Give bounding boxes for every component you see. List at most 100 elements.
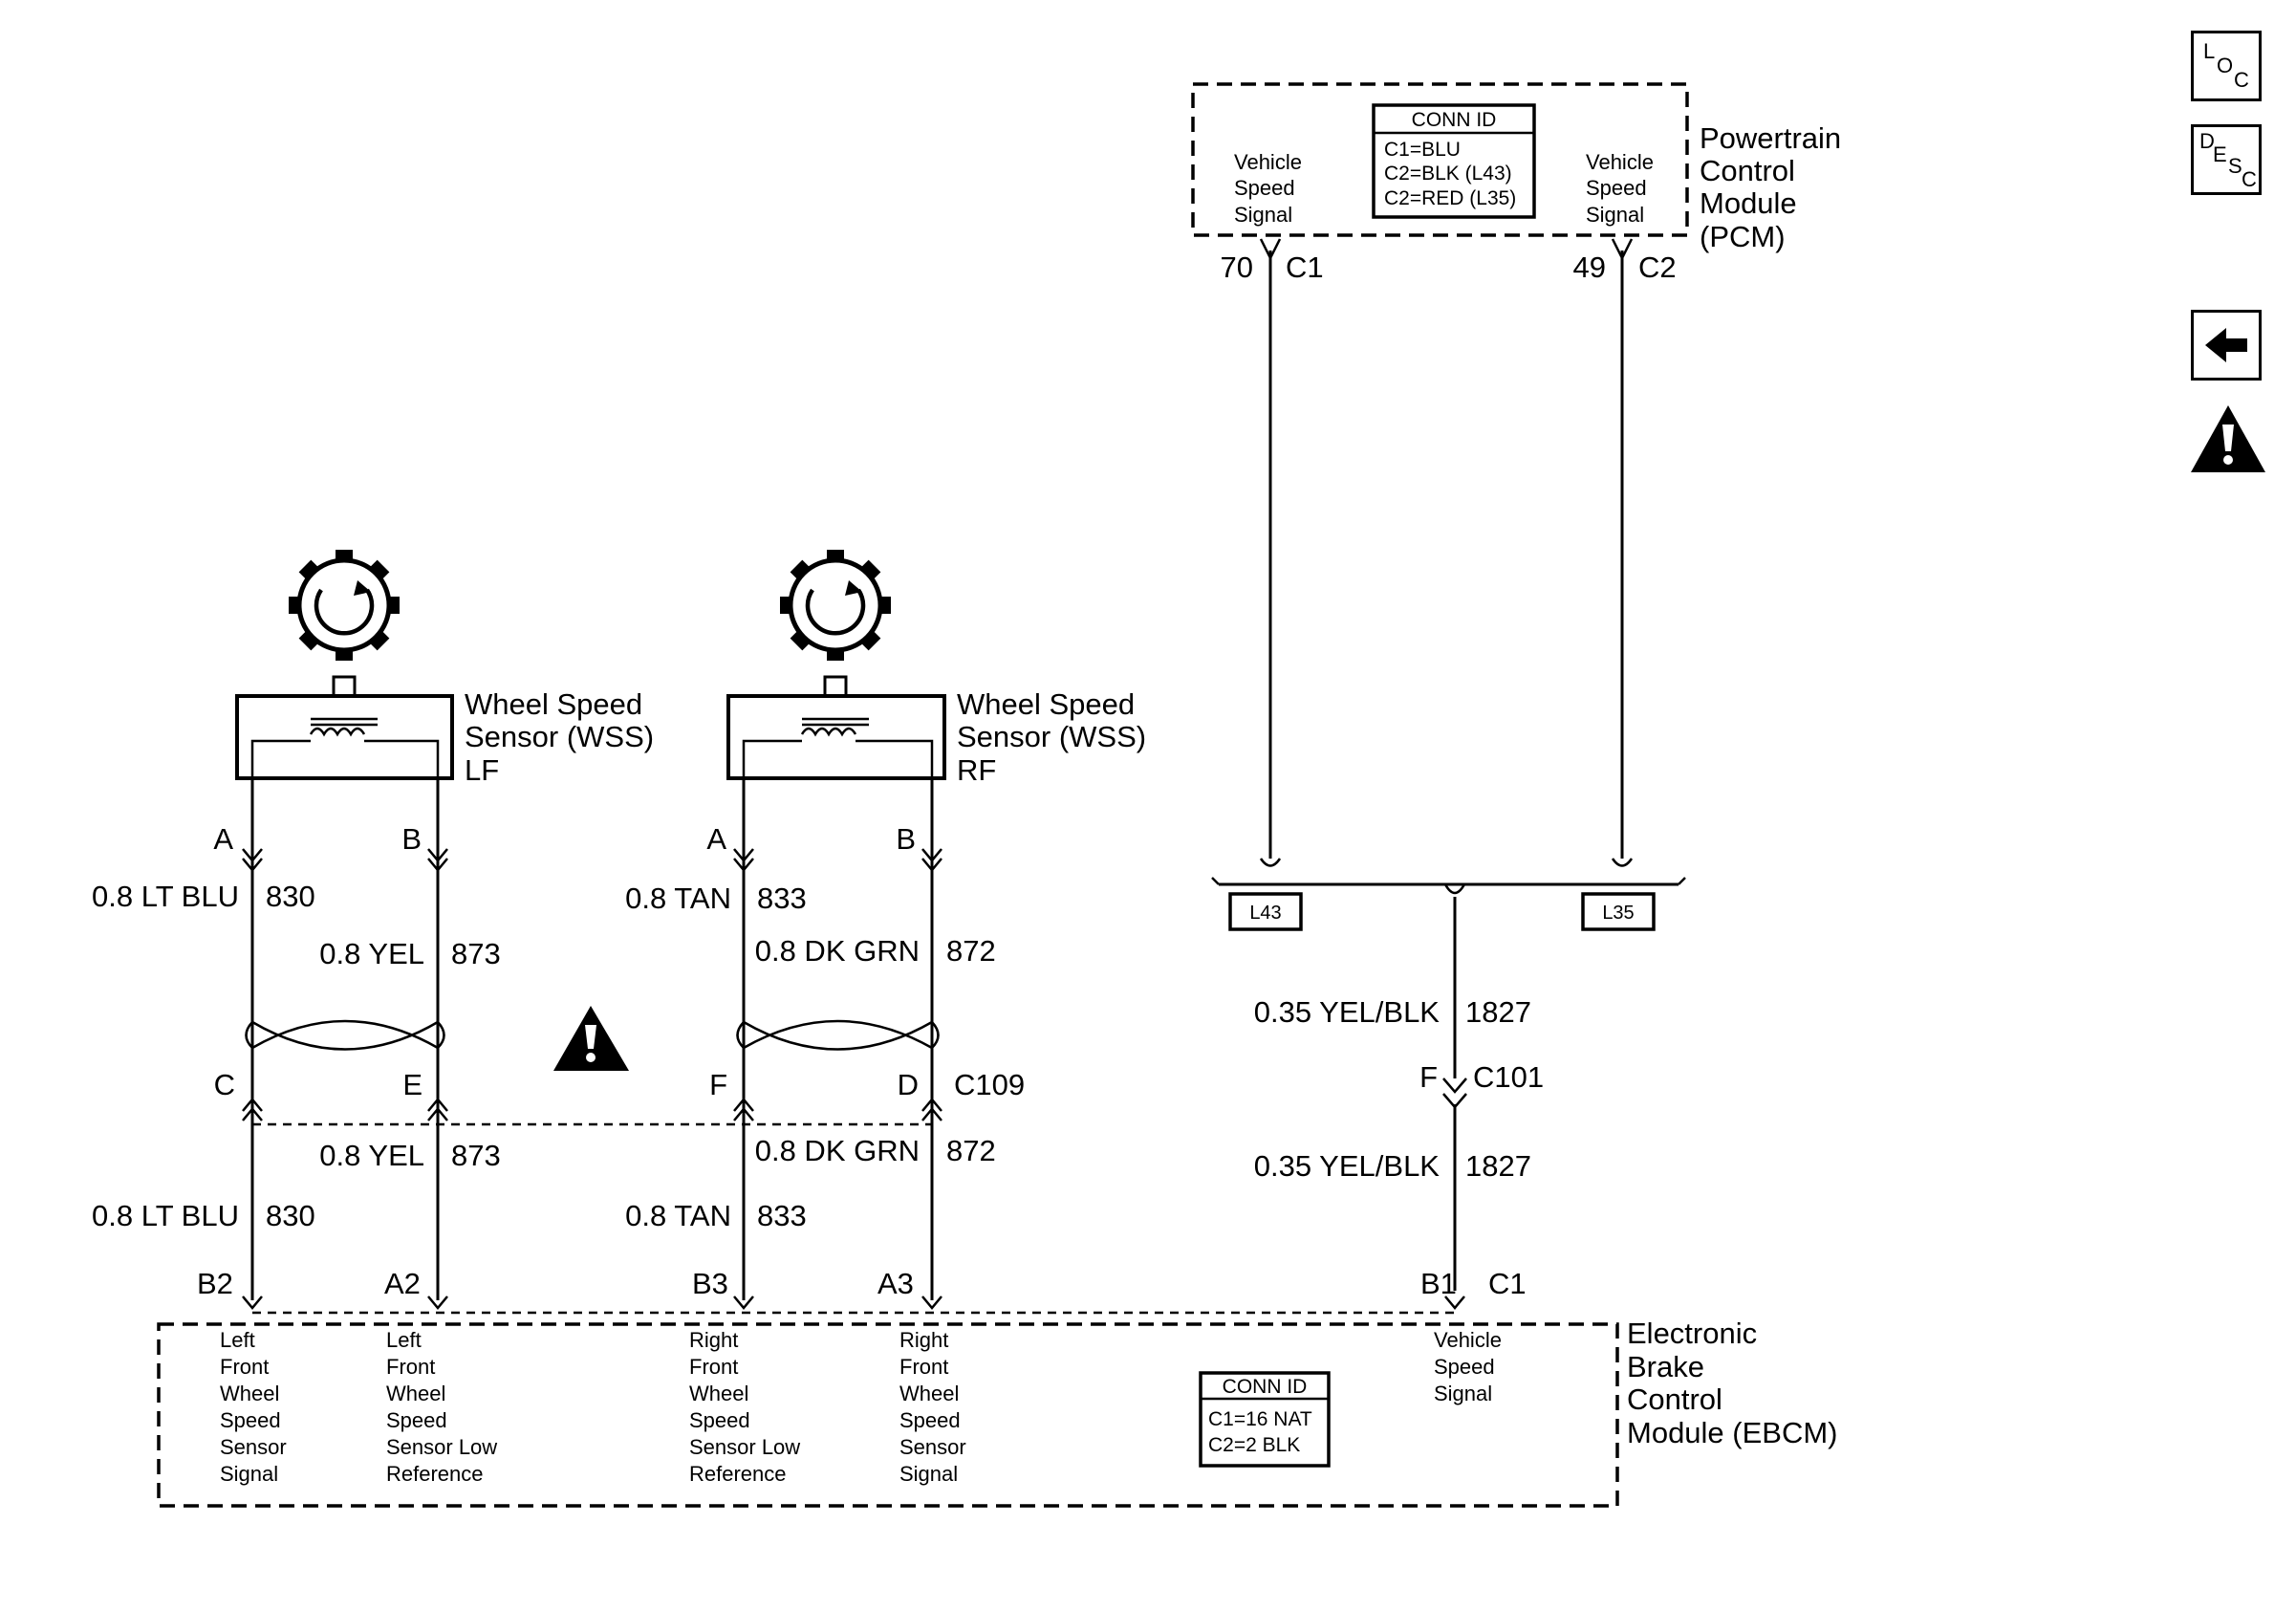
vss-wire-upper-color: 0.35 YEL/BLK — [1254, 995, 1440, 1029]
pcm-name: Powertrain Control Module (PCM) — [1700, 121, 1850, 253]
ebcm-terminal-vss: Vehicle Speed Signal — [1434, 1328, 1507, 1405]
svg-text:L35: L35 — [1602, 903, 1634, 924]
side-nav: L O C D E S C — [2189, 29, 2275, 478]
splice-down-hook — [1443, 883, 1466, 895]
ebcm-pin-b3: B3 — [692, 1267, 728, 1300]
ebcm-module: B1 C1 Electronic Brake Control Module (E… — [157, 1267, 1838, 1508]
option-badge-l35: L35 — [1581, 892, 1656, 931]
vss-wire-upper-circuit: 1827 — [1465, 995, 1531, 1029]
wss-rf-twisted-pair — [736, 1019, 940, 1051]
pcm-pin-49: 49 — [1573, 250, 1606, 284]
wss-lf-wire-b-color: 0.8 YEL — [319, 937, 424, 970]
pcm-right-signal-label: Vehicle Speed Signal — [1586, 150, 1659, 227]
wss-rf-wire-a-color: 0.8 TAN — [625, 882, 731, 915]
wss-lf-terminal-a — [242, 848, 263, 872]
option-badge-l43: L43 — [1228, 892, 1303, 931]
pcm-module: Powertrain Control Module (PCM) Vehicle … — [1191, 82, 1850, 867]
tone-wheel-rf-icon — [780, 550, 891, 661]
wss-rf-wire-b-color: 0.8 DK GRN — [755, 934, 920, 968]
pcm-conn-id-lines: C1=BLU C2=BLK (L43) C2=RED (L35) — [1384, 139, 1518, 209]
wss-rf-c109-pin-d: D — [898, 1068, 919, 1101]
wss-lf-c109-pin-e: E — [402, 1068, 422, 1101]
wss-rf: Wheel Speed Sensor (WSS) RF A B 0.8 TAN … — [625, 550, 1155, 1310]
wss-lf-wire-a-lower-color: 0.8 LT BLU — [92, 1199, 239, 1232]
wss-rf-wire-a-lower-circuit: 833 — [757, 1199, 807, 1232]
wss-lf-name: Wheel Speed Sensor (WSS) LF — [465, 687, 662, 787]
wss-rf-terminal-b — [921, 848, 942, 872]
back-arrow-icon — [2205, 328, 2247, 362]
wss-lf-twisted-pair — [245, 1019, 445, 1051]
wss-rf-name: Wheel Speed Sensor (WSS) RF — [957, 687, 1155, 787]
ebcm-conn-id-box: CONN ID C1=16 NAT C2=2 BLK — [1199, 1371, 1331, 1468]
wss-rf-body — [726, 694, 946, 780]
desc-icon-c: C — [2242, 167, 2257, 191]
wss-rf-c109-terminal-a — [733, 1098, 754, 1121]
ebcm-conn-id-title: CONN ID — [1223, 1376, 1308, 1398]
wss-rf-pin-a: A — [706, 822, 726, 856]
desc-icon-d: D — [2199, 129, 2215, 153]
wss-rf-terminal-a — [733, 848, 754, 872]
tone-wheel-lf-icon — [289, 550, 400, 661]
wss-lf-stub — [332, 675, 357, 698]
wss-rf-coil-icon — [800, 727, 857, 737]
wss-lf-c109-terminal-a — [242, 1098, 263, 1121]
wss-lf-body — [235, 694, 454, 780]
wss-rf-wire-b-circuit: 872 — [946, 934, 996, 968]
pcm-conn-id-box: CONN ID C1=BLU C2=BLK (L43) C2=RED (L35) — [1372, 103, 1536, 219]
loc-button[interactable]: L O C — [2191, 31, 2262, 101]
wss-rf-pin-b: B — [896, 822, 916, 856]
pcm-left-signal-label: Vehicle Speed Signal — [1234, 150, 1308, 227]
wss-lf-pin-b: B — [401, 822, 422, 856]
c101-terminal-top — [1442, 1078, 1467, 1094]
svg-text:L43: L43 — [1249, 903, 1281, 924]
pcm-outline — [1191, 82, 1689, 237]
ebcm-terminal-rf-low-ref: Right Front Wheel Speed Sensor Low Refer… — [689, 1328, 806, 1486]
splice-bus: L43 L35 0.35 YEL/BLK 1827 F C101 0.35 YE… — [1211, 877, 1686, 1291]
wss-lf-coil-icon — [309, 727, 366, 737]
desc-icon-e: E — [2213, 142, 2227, 166]
ebcm-pin-a3: A3 — [877, 1267, 914, 1300]
wss-lf-c109-pin-c: C — [214, 1068, 235, 1101]
pcm-pin-70: 70 — [1221, 250, 1253, 284]
wss-lf-wire-a-color: 0.8 LT BLU — [92, 880, 239, 913]
wss-rf-c109-pin-f: F — [709, 1068, 727, 1101]
pcm-conn-c2: C2 — [1638, 250, 1677, 284]
desc-icon-s: S — [2228, 154, 2242, 178]
loc-icon-o: O — [2217, 54, 2234, 77]
wss-rf-c109-terminal-b — [921, 1098, 942, 1121]
caution-icon — [2191, 405, 2265, 472]
caution-button[interactable] — [2189, 403, 2267, 476]
wss-lf-c109-terminal-b — [427, 1098, 448, 1121]
ebcm-pin-b1: B1 — [1420, 1267, 1457, 1300]
pcm-conn-id-title: CONN ID — [1412, 109, 1497, 131]
wss-lf-wire-b-circuit: 873 — [451, 937, 501, 970]
vss-wire-lower-color: 0.35 YEL/BLK — [1254, 1149, 1440, 1183]
pcm-wire-left-end — [1259, 858, 1282, 867]
wss-lf-wire-a-circuit: 830 — [266, 880, 315, 913]
pcm-conn-c1: C1 — [1286, 250, 1324, 284]
wss-lf-wire-a-lower-circuit: 830 — [266, 1199, 315, 1232]
wss-lf-wire-b-lower-color: 0.8 YEL — [319, 1139, 424, 1172]
ebcm-name: Electronic Brake Control Module (EBCM) — [1627, 1317, 1838, 1449]
ebcm-terminal-rf-signal: Right Front Wheel Speed Sensor Signal — [899, 1328, 972, 1486]
wss-rf-wire-a-circuit: 833 — [757, 882, 807, 915]
ebcm-pin-a2: A2 — [384, 1267, 421, 1300]
ebcm-pin-b2: B2 — [197, 1267, 233, 1300]
wss-lf-wire-b-lower-circuit: 873 — [451, 1139, 501, 1172]
wss-rf-wire-a-lower-color: 0.8 TAN — [625, 1199, 731, 1232]
c101-label: C101 — [1473, 1060, 1544, 1094]
wss-lf-pin-a: A — [213, 822, 233, 856]
ebcm-terminal-lf-low-ref: Left Front Wheel Speed Sensor Low Refere… — [386, 1328, 503, 1486]
desc-button[interactable]: D E S C — [2191, 124, 2262, 195]
pcm-wire-right-end — [1611, 858, 1634, 867]
wss-rf-wire-b-lower-circuit: 872 — [946, 1134, 996, 1167]
loc-icon-c: C — [2234, 68, 2249, 92]
back-button[interactable] — [2191, 310, 2262, 381]
wss-rf-stub — [823, 675, 848, 698]
wss-lf-terminal-b — [427, 848, 448, 872]
ebcm-outline — [157, 1322, 1619, 1508]
caution-icon — [553, 1006, 629, 1071]
ebcm-terminal-lf-signal: Left Front Wheel Speed Sensor Signal — [220, 1328, 292, 1486]
wss-rf-wire-b-lower-color: 0.8 DK GRN — [755, 1134, 920, 1167]
